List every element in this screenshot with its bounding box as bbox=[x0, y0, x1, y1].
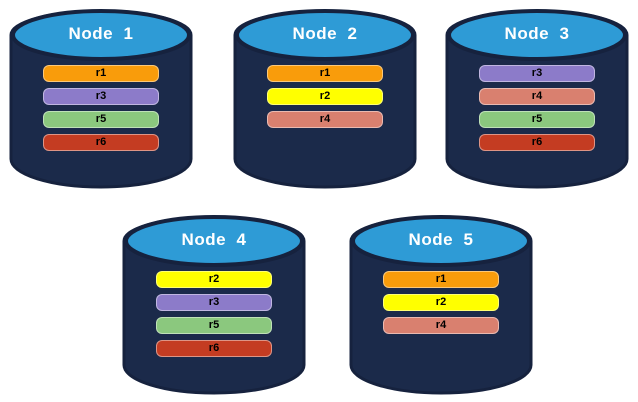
node-2-replica-r1: r1 bbox=[267, 65, 383, 82]
node-4-replica-list: r2 r3 r5 r6 bbox=[156, 271, 272, 363]
node-3-replica-list: r3 r4 r5 r6 bbox=[479, 65, 595, 157]
node-4-replica-r2: r2 bbox=[156, 271, 272, 288]
node-3-replica-r6: r6 bbox=[479, 134, 595, 151]
node-1-title: Node 1 bbox=[68, 24, 134, 43]
node-5: Node 5 r1 r2 r4 bbox=[348, 213, 534, 397]
node-5-replica-list: r1 r2 r4 bbox=[383, 271, 499, 340]
node-1-replica-r6: r6 bbox=[43, 134, 159, 151]
node-4-replica-r5: r5 bbox=[156, 317, 272, 334]
node-2-replica-list: r1 r2 r4 bbox=[267, 65, 383, 134]
node-5-replica-r4: r4 bbox=[383, 317, 499, 334]
node-3-replica-r3: r3 bbox=[479, 65, 595, 82]
node-4-replica-r6: r6 bbox=[156, 340, 272, 357]
node-5-title: Node 5 bbox=[408, 230, 474, 249]
node-2-replica-r2: r2 bbox=[267, 88, 383, 105]
node-1: Node 1 r1 r3 r5 r6 bbox=[8, 7, 194, 191]
node-4-title: Node 4 bbox=[181, 230, 247, 249]
node-4: Node 4 r2 r3 r5 r6 bbox=[121, 213, 307, 397]
node-2-title: Node 2 bbox=[292, 24, 358, 43]
node-5-replica-r1: r1 bbox=[383, 271, 499, 288]
node-2: Node 2 r1 r2 r4 bbox=[232, 7, 418, 191]
node-1-replica-r5: r5 bbox=[43, 111, 159, 128]
node-1-replica-list: r1 r3 r5 r6 bbox=[43, 65, 159, 157]
node-5-replica-r2: r2 bbox=[383, 294, 499, 311]
node-4-replica-r3: r3 bbox=[156, 294, 272, 311]
node-1-replica-r1: r1 bbox=[43, 65, 159, 82]
node-3-title: Node 3 bbox=[504, 24, 570, 43]
node-2-replica-r4: r4 bbox=[267, 111, 383, 128]
node-1-replica-r3: r3 bbox=[43, 88, 159, 105]
node-3-replica-r4: r4 bbox=[479, 88, 595, 105]
node-3: Node 3 r3 r4 r5 r6 bbox=[444, 7, 630, 191]
node-3-replica-r5: r5 bbox=[479, 111, 595, 128]
